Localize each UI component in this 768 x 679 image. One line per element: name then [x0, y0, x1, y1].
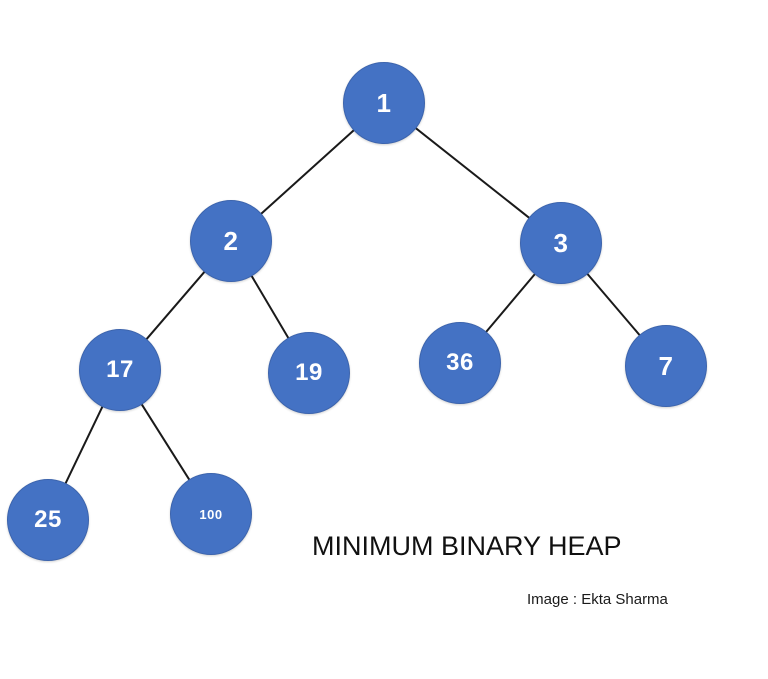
tree-node-1[interactable]: 1 — [343, 62, 425, 144]
tree-node-label: 19 — [295, 359, 323, 386]
tree-node-36[interactable]: 36 — [419, 322, 501, 404]
image-credit: Image : Ekta Sharma — [527, 591, 668, 608]
tree-node-label: 17 — [106, 356, 134, 383]
tree-edge — [139, 401, 192, 483]
tree-node-label: 25 — [34, 506, 62, 533]
tree-edge — [63, 404, 105, 486]
tree-node-19[interactable]: 19 — [268, 332, 350, 414]
tree-node-3[interactable]: 3 — [520, 202, 602, 284]
tree-edge — [249, 273, 291, 341]
tree-node-label: 100 — [199, 506, 223, 522]
tree-node-label: 7 — [658, 351, 674, 381]
tree-edge — [258, 128, 357, 216]
tree-node-label: 36 — [446, 349, 474, 376]
tree-node-label: 1 — [376, 88, 392, 118]
page-title: MINIMUM BINARY HEAP — [312, 531, 622, 561]
tree-node-17[interactable]: 17 — [79, 329, 161, 411]
tree-node-label: 2 — [223, 226, 239, 256]
tree-node-25[interactable]: 25 — [7, 479, 89, 561]
tree-edge — [484, 271, 537, 335]
tree-node-100[interactable]: 100 — [170, 473, 252, 555]
tree-edge — [585, 271, 642, 338]
tree-edge — [413, 126, 532, 220]
tree-node-7[interactable]: 7 — [625, 325, 707, 407]
tree-node-label: 3 — [553, 228, 569, 258]
tree-node-2[interactable]: 2 — [190, 200, 272, 282]
tree-edge — [144, 269, 207, 342]
